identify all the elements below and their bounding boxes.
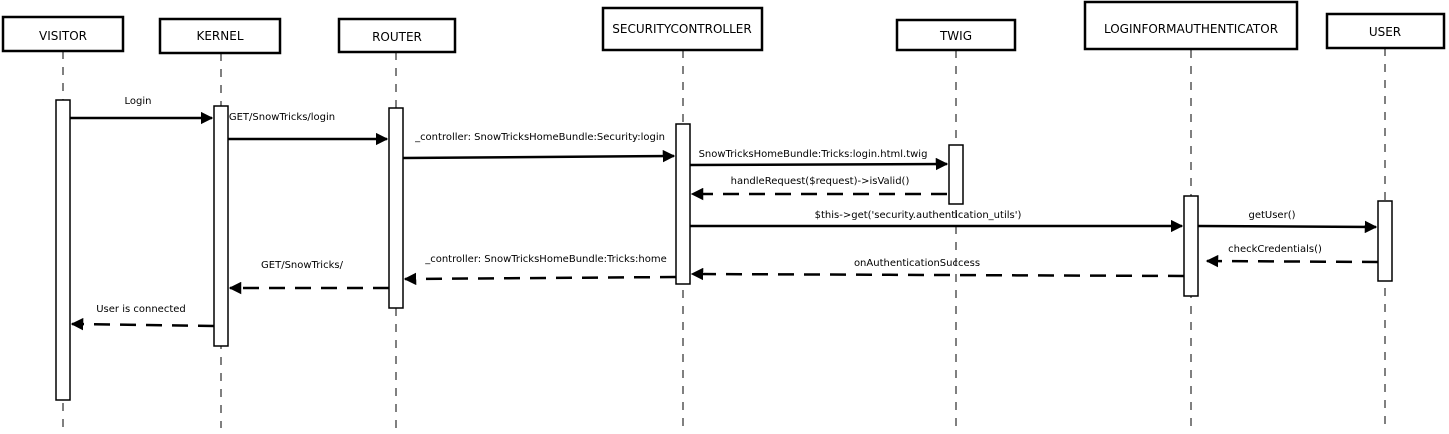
participant-kernel: KERNEL [158, 17, 282, 55]
participant-user: USER [1325, 12, 1446, 50]
activation-router [388, 107, 404, 309]
participant-label: TWIG [939, 29, 972, 43]
message-render-login-twig: SnowTricksHomeBundle:Tricks:login.html.t… [689, 149, 949, 171]
message-controller-security-login: _controller: SnowTricksHomeBundle:Securi… [402, 132, 676, 163]
message-label: _controller: SnowTricksHomeBundle:Tricks… [424, 254, 667, 265]
message-login: Login [70, 96, 214, 125]
activation-user [1377, 200, 1393, 282]
participant-loginformauthenticator: LOGINFORMAUTHENTICATOR [1083, 0, 1299, 51]
message-label: GET/SnowTricks/ [261, 260, 344, 271]
message-label: User is connected [96, 304, 186, 315]
message-label: GET/SnowTricks/login [229, 112, 335, 123]
message-check-credentials: checkCredentials() [1205, 244, 1379, 268]
participant-twig: TWIG [895, 18, 1017, 52]
participant-label: LOGINFORMAUTHENTICATOR [1104, 22, 1278, 36]
activation-visitor [55, 99, 71, 401]
message-label: Login [125, 96, 152, 107]
participant-label: USER [1369, 25, 1401, 39]
message-get-auth-utils: $this->get('security.authentication_util… [690, 210, 1184, 233]
message-label: checkCredentials() [1228, 244, 1322, 255]
activation-twig [948, 144, 964, 205]
participant-label: ROUTER [372, 30, 422, 44]
participant-router: ROUTER [337, 17, 457, 54]
participant-securitycontroller: SECURITYCONTROLLER [601, 6, 764, 52]
message-label: onAuthenticationSuccess [854, 258, 980, 269]
message-user-connected: User is connected [70, 304, 215, 331]
message-label: getUser() [1248, 210, 1295, 221]
message-get-login: GET/SnowTricks/login [228, 112, 389, 146]
message-controller-tricks-home: _controller: SnowTricksHomeBundle:Tricks… [403, 254, 677, 286]
message-get-user: getUser() [1197, 210, 1378, 234]
message-on-auth-success: onAuthenticationSuccess [690, 258, 1185, 281]
activation-auth [1183, 195, 1199, 297]
participant-label: KERNEL [196, 29, 243, 43]
activation-security [675, 123, 691, 285]
activation-kernel [213, 105, 229, 347]
message-get-snowtricks: GET/SnowTricks/ [228, 260, 389, 295]
participant-label: VISITOR [39, 29, 87, 43]
message-label: _controller: SnowTricksHomeBundle:Securi… [414, 132, 665, 143]
message-handle-request: handleRequest($request)->isValid() [690, 176, 947, 201]
participant-label: SECURITYCONTROLLER [612, 22, 751, 36]
participant-visitor: VISITOR [1, 15, 125, 53]
message-label: handleRequest($request)->isValid() [731, 176, 910, 187]
message-label: SnowTricksHomeBundle:Tricks:login.html.t… [699, 149, 928, 160]
message-label: $this->get('security.authentication_util… [815, 210, 1022, 221]
